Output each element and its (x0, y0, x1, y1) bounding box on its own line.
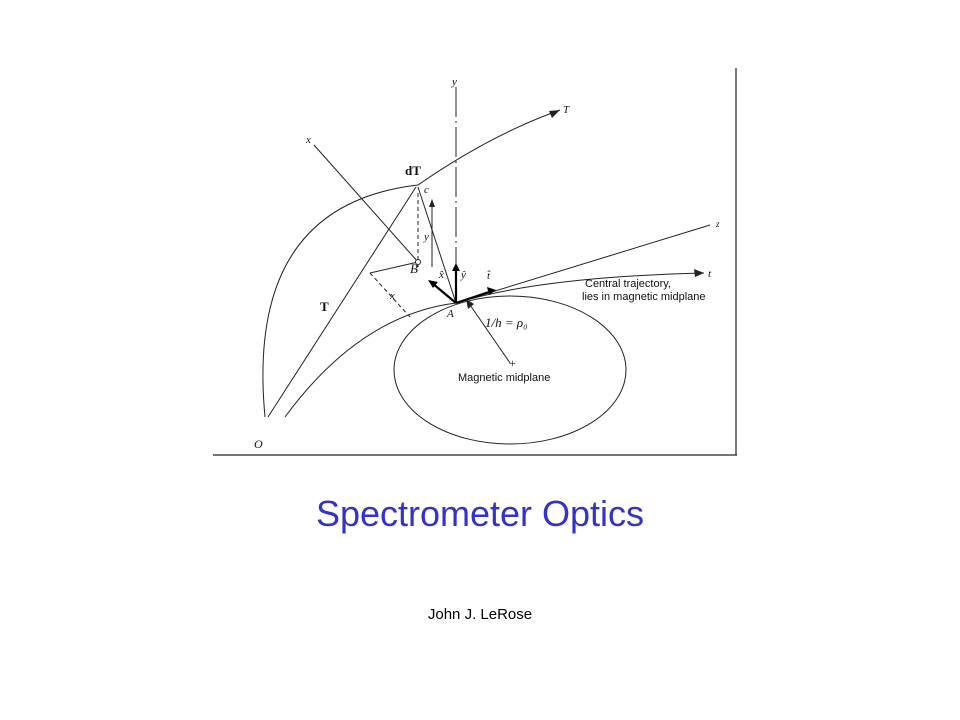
T-vector-label: T (320, 299, 329, 314)
x-axis-label: x (305, 134, 311, 146)
y-small-label: y (423, 231, 429, 243)
B-line-left (369, 272, 411, 318)
dT-label: dT (405, 163, 421, 178)
t-arrowhead (694, 269, 704, 277)
y-hat-arrowhead (452, 263, 460, 271)
t-axis-label: t (708, 268, 712, 280)
A-label: A (446, 308, 454, 320)
O-label: O (254, 437, 263, 451)
radius-label: 1/h = ρ₀ (485, 315, 528, 330)
z-axis-label: z (715, 219, 720, 229)
x-small-label: x (389, 290, 395, 302)
radius-line (467, 301, 511, 364)
c-label: c (424, 184, 429, 196)
central-trajectory-label-line1: Central trajectory, (585, 278, 671, 290)
t-hat-arrowhead (487, 287, 496, 295)
optics-diagram: + y T x dT c y z t B x̂ ŷ t̂ x T A O 1/h… (210, 65, 740, 460)
y-axis-label: y (451, 76, 457, 88)
T-end-label: T (563, 104, 570, 116)
t-hat-vector (455, 289, 493, 305)
central-trajectory-label-line2: lies in magnetic midplane (582, 291, 706, 303)
slide-title: Spectrometer Optics (315, 493, 645, 534)
point-to-A-line (417, 186, 457, 304)
x-hat-arrowhead (428, 280, 438, 288)
T-vector-line (267, 186, 417, 418)
y-small-arrowhead (429, 199, 435, 207)
x-hat-label: x̂ (438, 269, 444, 281)
z-axis-line (455, 224, 711, 304)
magnetic-midplane-ellipse (393, 295, 627, 445)
center-plus: + (509, 356, 516, 370)
B-line-top (369, 261, 419, 274)
y-hat-label: ŷ (460, 269, 466, 281)
outer-trajectory-curve (262, 109, 561, 418)
T-arrowhead (549, 110, 560, 118)
x-axis-line (313, 144, 419, 263)
radius-arrowhead (466, 299, 474, 309)
B-label: B (410, 261, 418, 276)
B-point (415, 259, 421, 265)
x-hat-vector (431, 282, 457, 304)
t-hat-label: t̂ (486, 270, 491, 282)
optics-diagram-svg: + y T x dT c y z t B x̂ ŷ t̂ x T A O 1/h… (213, 68, 737, 456)
magnetic-midplane-label: Magnetic midplane (458, 372, 550, 384)
slide-author: John J. LeRose (427, 606, 533, 623)
